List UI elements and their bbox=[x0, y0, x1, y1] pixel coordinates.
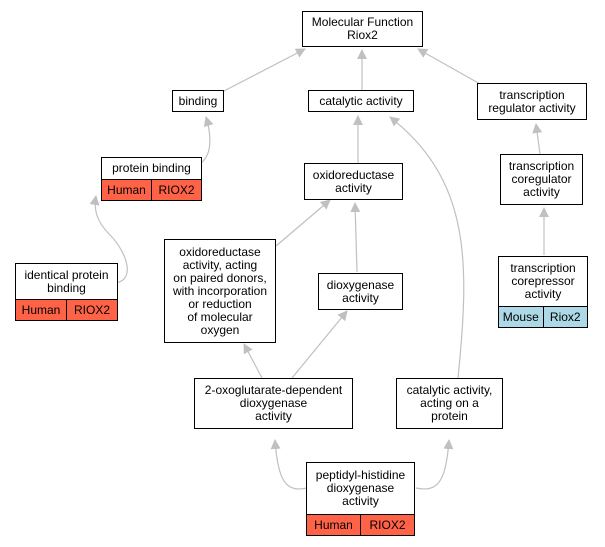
node-binding[interactable]: binding bbox=[172, 90, 224, 112]
node-label: oxidoreductase activity, acting on paire… bbox=[172, 244, 268, 337]
edge-peptidyl-to-catprot bbox=[415, 439, 454, 490]
node-oxidoreductase-paired-donors[interactable]: oxidoreductase activity, acting on paire… bbox=[164, 239, 276, 343]
node-catalytic-activity-acting-on-protein[interactable]: catalytic activity, acting on a protein bbox=[396, 378, 503, 429]
species-label: Human bbox=[21, 302, 61, 317]
edge-oxoglut-to-oxpaired bbox=[243, 343, 263, 379]
edge-oxpaired-to-oxred bbox=[275, 199, 331, 247]
edge-catprot-to-catalytic bbox=[389, 116, 465, 379]
node-label: identical protein binding bbox=[24, 267, 109, 295]
species-label: Human bbox=[107, 182, 146, 197]
edge-txcoreg-to-txreg bbox=[532, 123, 543, 155]
edge-protbind-to-binding bbox=[200, 116, 214, 164]
node-transcription-coregulator-activity[interactable]: transcription coregulator activity bbox=[500, 154, 583, 205]
node-label: transcription regulator activity bbox=[488, 87, 576, 115]
node-label: binding bbox=[178, 93, 218, 108]
node-oxidoreductase-activity[interactable]: oxidoreductase activity bbox=[304, 163, 403, 200]
node-peptidyl-histidine-dioxygenase[interactable]: peptidyl-histidine dioxygenase activity … bbox=[306, 462, 415, 536]
edge-binding-to-mf bbox=[221, 48, 306, 93]
node-label: transcription coregulator activity bbox=[508, 159, 575, 199]
node-label: transcription corepressor activity bbox=[510, 261, 576, 301]
node-2-oxoglutarate-dependent-dioxygenase[interactable]: 2-oxoglutarate-dependent dioxygenase act… bbox=[194, 378, 353, 429]
edge-identical-to-protbind bbox=[89, 195, 128, 284]
node-molecular-function[interactable]: Molecular Function Riox2 bbox=[302, 11, 423, 47]
edge-peptidyl-to-oxoglut bbox=[270, 439, 308, 490]
edge-txreg-to-mf bbox=[417, 48, 490, 90]
node-transcription-regulator-activity[interactable]: transcription regulator activity bbox=[477, 83, 587, 120]
node-label: catalytic activity bbox=[319, 93, 403, 108]
gene-label: Riox2 bbox=[542, 307, 588, 327]
node-identical-protein-binding[interactable]: identical protein binding Human RIOX2 bbox=[15, 263, 118, 321]
node-label: Molecular Function Riox2 bbox=[311, 15, 414, 42]
annotation-row: Mouse Riox2 bbox=[499, 306, 587, 327]
annotation-row: Human RIOX2 bbox=[16, 299, 117, 320]
node-label: oxidoreductase activity bbox=[312, 167, 395, 195]
edge-dioxy-to-oxred bbox=[350, 202, 361, 273]
gene-label: RIOX2 bbox=[360, 515, 414, 535]
annotation-row: Human RIOX2 bbox=[307, 514, 414, 535]
gene-label: RIOX2 bbox=[151, 180, 201, 200]
node-protein-binding[interactable]: protein binding Human RIOX2 bbox=[101, 157, 202, 201]
node-label: 2-oxoglutarate-dependent dioxygenase act… bbox=[204, 383, 343, 423]
node-label: catalytic activity, acting on a protein bbox=[406, 383, 493, 423]
node-transcription-corepressor-activity[interactable]: transcription corepressor activity Mouse… bbox=[498, 256, 588, 328]
annotation-row: Human RIOX2 bbox=[102, 179, 201, 200]
gene-label: RIOX2 bbox=[66, 300, 117, 320]
species-label: Mouse bbox=[502, 309, 539, 324]
node-dioxygenase-activity[interactable]: dioxygenase activity bbox=[318, 273, 403, 310]
node-label: dioxygenase activity bbox=[326, 277, 395, 305]
node-label: protein binding bbox=[112, 161, 191, 175]
node-label: peptidyl-histidine dioxygenase activity bbox=[315, 468, 406, 508]
edge-oxoglut-to-dioxy bbox=[291, 310, 348, 379]
species-label: Human bbox=[314, 517, 353, 532]
node-catalytic-activity[interactable]: catalytic activity bbox=[308, 90, 414, 112]
